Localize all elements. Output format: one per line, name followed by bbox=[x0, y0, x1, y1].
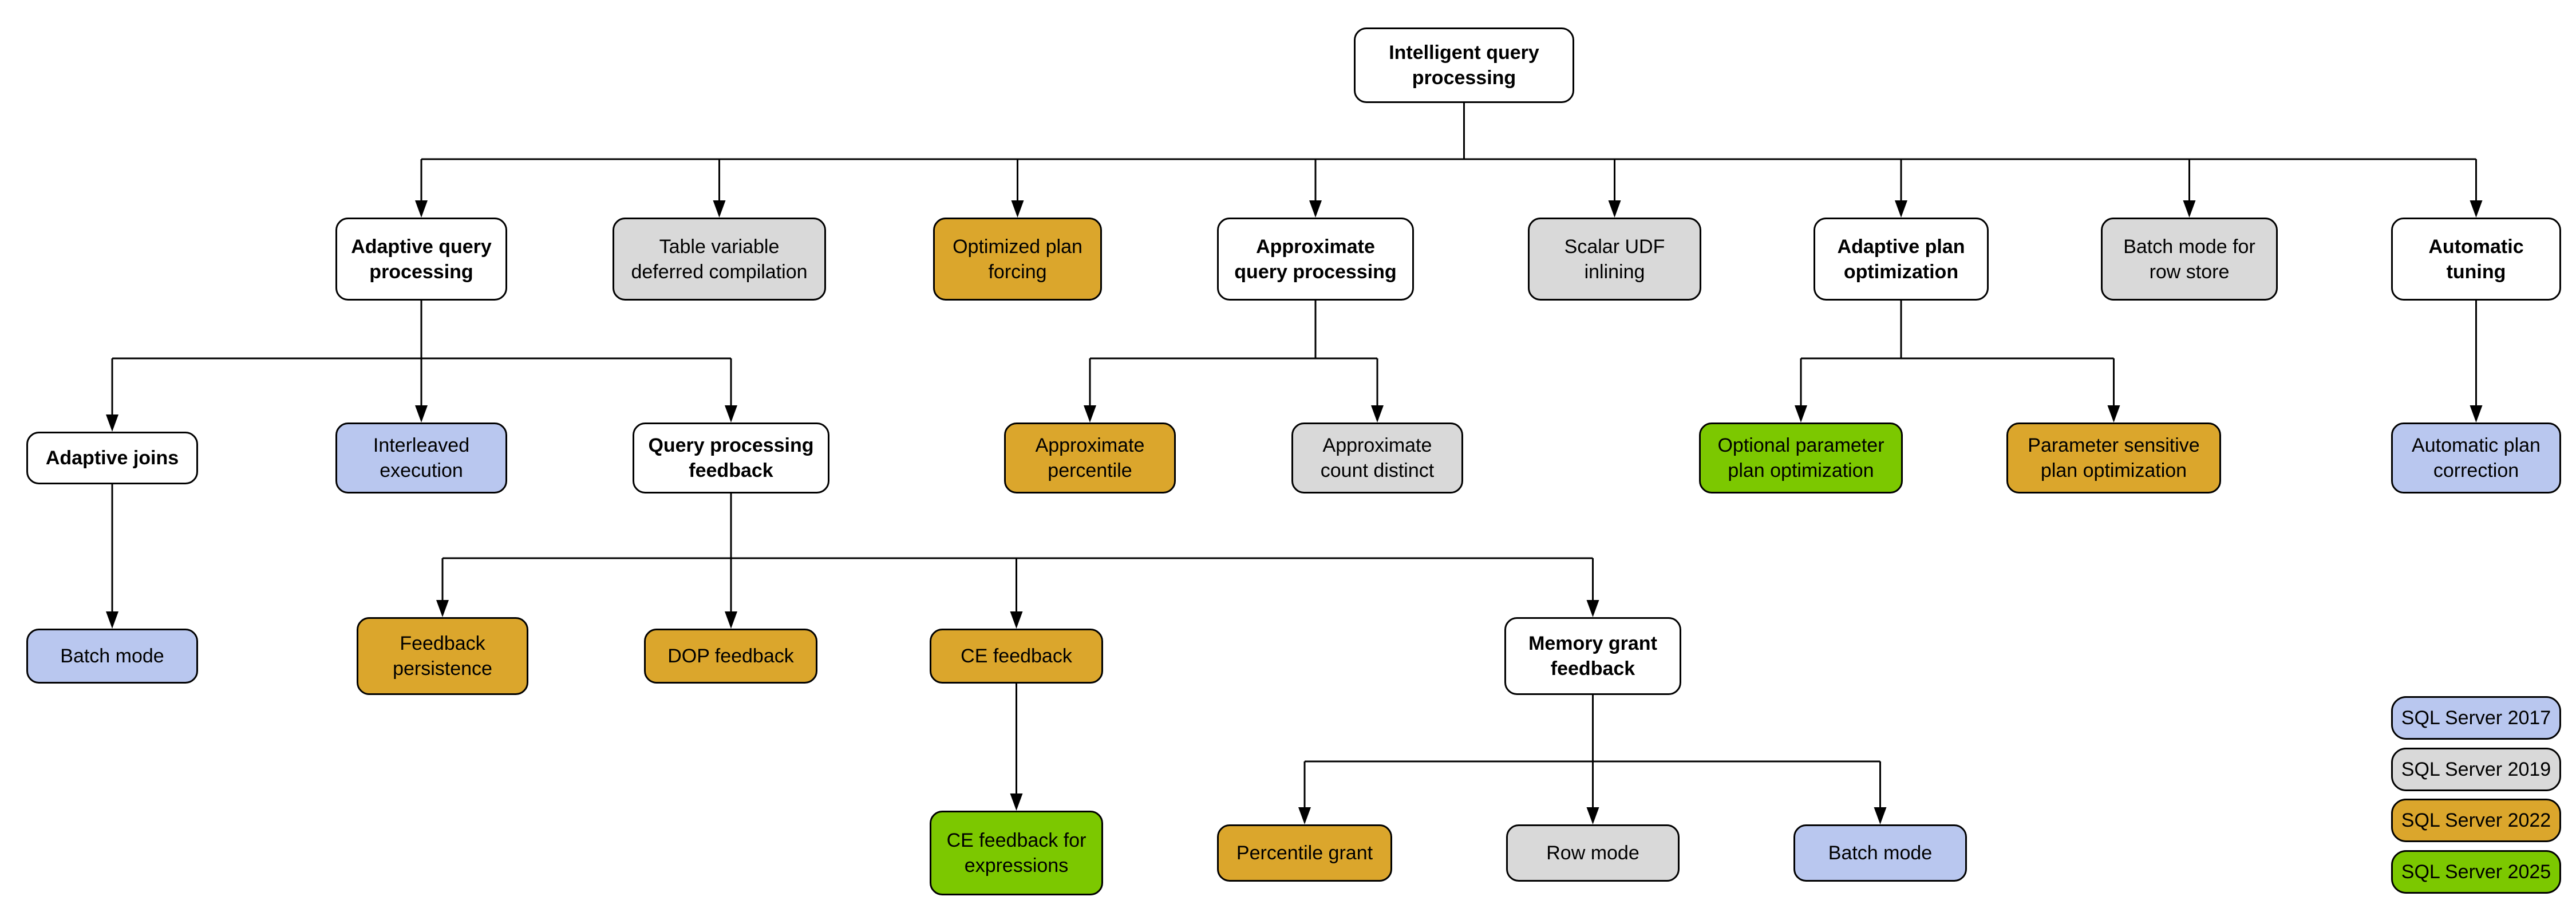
legend-label: SQL Server 2025 bbox=[2401, 860, 2551, 883]
node-intelligent-query-processing: Intelligent query processing bbox=[1354, 27, 1574, 103]
node-label: Scalar UDF inlining bbox=[1564, 235, 1665, 283]
node-dop-feedback: DOP feedback bbox=[644, 629, 817, 684]
legend-label: SQL Server 2022 bbox=[2401, 809, 2551, 831]
node-feedback-persistence: Feedback persistence bbox=[357, 617, 528, 695]
node-label: Automatic plan correction bbox=[2412, 435, 2541, 481]
node-approximate-percentile: Approximate percentile bbox=[1004, 423, 1176, 493]
node-label: Optimized plan forcing bbox=[953, 235, 1082, 283]
edge-segments bbox=[111, 103, 2477, 808]
node-automatic-tuning: Automatic tuning bbox=[2391, 218, 2561, 301]
node-approximate-count-distinct: Approximate count distinct bbox=[1291, 423, 1463, 493]
node-query-processing-feedback: Query processing feedback bbox=[633, 423, 829, 493]
node-optional-parameter-plan-optimization: Optional parameter plan optimization bbox=[1699, 423, 1903, 493]
node-label: Intelligent query processing bbox=[1389, 42, 1539, 89]
node-interleaved-execution: Interleaved execution bbox=[335, 423, 507, 493]
node-batch-mode-for-row-store: Batch mode for row store bbox=[2101, 218, 2278, 301]
node-parameter-sensitive-plan-optimization: Parameter sensitive plan optimization bbox=[2006, 423, 2221, 493]
node-automatic-plan-correction: Automatic plan correction bbox=[2391, 423, 2561, 493]
node-ce-feedback-for-expressions: CE feedback for expressions bbox=[930, 811, 1103, 895]
node-optimized-plan-forcing: Optimized plan forcing bbox=[933, 218, 1102, 301]
node-label: Approximate count distinct bbox=[1320, 435, 1435, 481]
node-label: Automatic tuning bbox=[2428, 235, 2524, 283]
node-percentile-grant: Percentile grant bbox=[1217, 824, 1392, 882]
node-label: Parameter sensitive plan optimization bbox=[2028, 435, 2200, 481]
node-adaptive-query-processing: Adaptive query processing bbox=[335, 218, 507, 301]
node-label: CE feedback bbox=[961, 645, 1072, 667]
node-label: Query processing feedback bbox=[648, 435, 814, 481]
node-label: Approximate percentile bbox=[1035, 435, 1145, 481]
node-label: Optional parameter plan optimization bbox=[1717, 435, 1884, 481]
node-memory-grant-feedback: Memory grant feedback bbox=[1504, 617, 1681, 695]
node-batch-mode-adaptive-joins: Batch mode bbox=[26, 629, 198, 684]
node-label: Percentile grant bbox=[1236, 842, 1373, 864]
node-label: Table variable deferred compilation bbox=[631, 235, 808, 283]
node-label: Feedback persistence bbox=[393, 633, 492, 680]
legend-sql-server-2017: SQL Server 2017 bbox=[2391, 696, 2561, 740]
node-label: Adaptive plan optimization bbox=[1837, 235, 1965, 283]
node-label: Adaptive query processing bbox=[351, 235, 492, 283]
legend-sql-server-2025: SQL Server 2025 bbox=[2391, 850, 2561, 894]
node-row-mode: Row mode bbox=[1506, 824, 1680, 882]
node-scalar-udf-inlining: Scalar UDF inlining bbox=[1528, 218, 1701, 301]
legend-label: SQL Server 2019 bbox=[2401, 758, 2551, 780]
node-adaptive-joins: Adaptive joins bbox=[26, 432, 198, 484]
node-label: Interleaved execution bbox=[373, 435, 470, 481]
node-label: Adaptive joins bbox=[45, 447, 179, 469]
node-label: Row mode bbox=[1546, 842, 1639, 864]
legend-sql-server-2019: SQL Server 2019 bbox=[2391, 748, 2561, 791]
node-ce-feedback: CE feedback bbox=[930, 629, 1103, 684]
node-label: Batch mode bbox=[60, 645, 164, 667]
node-label: Memory grant feedback bbox=[1528, 633, 1657, 680]
node-label: Batch mode for row store bbox=[2123, 235, 2255, 283]
node-approximate-query-processing: Approximate query processing bbox=[1217, 218, 1414, 301]
node-label: CE feedback for expressions bbox=[946, 830, 1086, 876]
node-label: Approximate query processing bbox=[1234, 235, 1397, 283]
node-label: Batch mode bbox=[1828, 842, 1933, 864]
node-adaptive-plan-optimization: Adaptive plan optimization bbox=[1814, 218, 1989, 301]
node-table-variable-deferred-compilation: Table variable deferred compilation bbox=[613, 218, 826, 301]
legend-sql-server-2022: SQL Server 2022 bbox=[2391, 799, 2561, 842]
node-batch-mode-memory-grant: Batch mode bbox=[1793, 824, 1967, 882]
node-label: DOP feedback bbox=[667, 645, 794, 667]
legend-label: SQL Server 2017 bbox=[2401, 706, 2551, 729]
